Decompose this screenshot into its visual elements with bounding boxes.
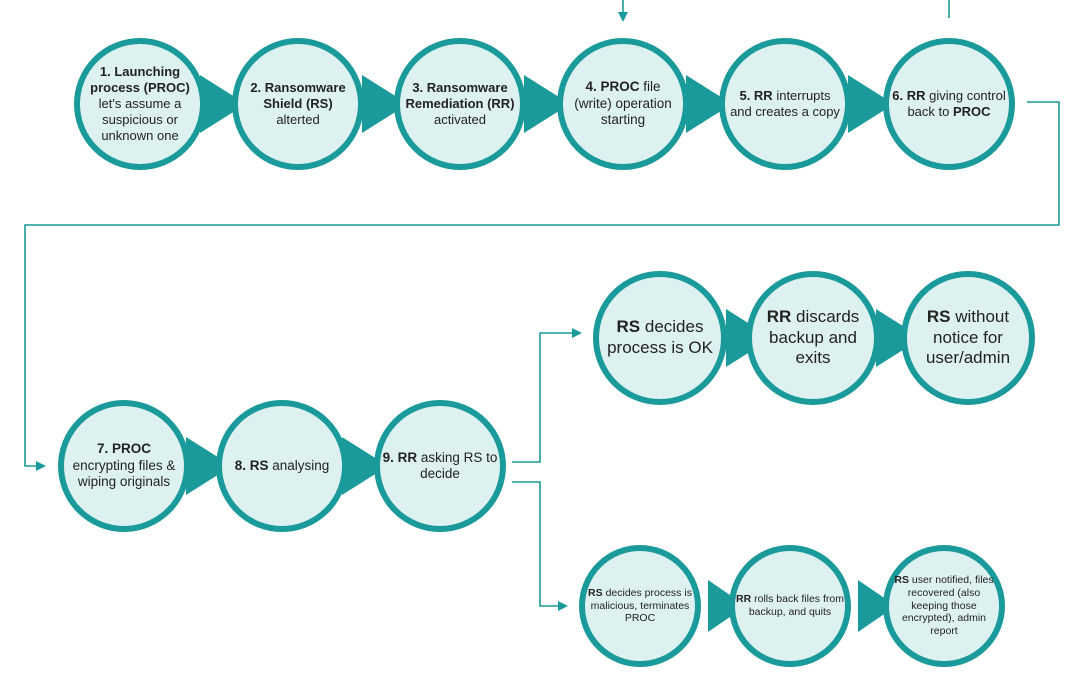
node-ok-b-title: RR (766, 306, 792, 326)
node-9-rr-asking: 9. RR asking RS to decide (382, 406, 498, 526)
node-6-rr-control: 6. RR giving control back to PROC (891, 44, 1007, 164)
node-ok-c-title: RS (926, 306, 951, 326)
node-ok-a-line-3: OK (688, 338, 713, 357)
node-9-title: 9. RR (382, 449, 418, 465)
node-7-title: 7. PROC (96, 441, 151, 457)
node-1-launching-process: 1. Launching process (PROC) let's assume… (80, 44, 200, 164)
node-2-line-1: alterted (276, 111, 320, 127)
node-bad-b-title: RR (736, 593, 752, 606)
node-4-line-2: operation (615, 95, 672, 111)
node-3-ransomware-remediation: 3. Ransomware Remediation (RR) activated (404, 44, 516, 164)
node-bad-a-line-3: terminates PROC (624, 599, 690, 625)
node-ok-a-line-2: process is (607, 338, 684, 357)
node-bad-b-line-3: quits (808, 606, 832, 618)
connector-9-to-bad (512, 481, 568, 611)
node-9-line-1: asking RS to (420, 449, 498, 465)
node-3-title: 3. Ransomware Remediation (RR) (405, 80, 515, 112)
node-7-line-1: encrypting files (72, 457, 163, 473)
node-bad-rs-decides: RS decides process is malicious, termina… (586, 552, 694, 660)
node-ok-rs-decides: RS decides process is OK (602, 278, 718, 398)
node-bad-c-line-4: those encrypted), (901, 599, 977, 625)
pointer-5 (848, 75, 894, 133)
node-bad-c-line-3: (also keeping (911, 586, 981, 612)
node-ok-c-line-3: user/admin (925, 348, 1011, 368)
node-7-proc-encrypting: 7. PROC encrypting files & wiping origin… (64, 406, 184, 526)
node-4-proc-write: 4. PROC file (write) operation starting (565, 44, 681, 164)
node-bad-a-title: RS (588, 586, 603, 599)
node-4-line-1: file (write) (574, 79, 661, 111)
pointer-bad-b (858, 580, 896, 632)
node-4-line-3: starting (600, 112, 646, 128)
pointer-7 (186, 437, 232, 495)
node-8-title: 8. RS (234, 457, 269, 473)
node-ok-c-line-1: without (955, 306, 1010, 326)
node-3-line-1: activated (433, 111, 487, 127)
node-2-ransomware-shield: 2. Ransomware Shield (RS) alterted (240, 44, 356, 164)
node-ok-rs-without-notice: RS without notice for user/admin (908, 278, 1028, 398)
node-bad-rr-rolls-back: RR rolls back files from backup, and qui… (736, 552, 844, 660)
node-5-line-1: interrupts and (730, 88, 831, 119)
node-ok-b-line-3: exits (795, 348, 831, 368)
pointer-bad-a (708, 580, 746, 632)
node-6-line-1: giving control (929, 88, 1006, 104)
pointer-4 (686, 75, 732, 133)
node-6-line-2-bold: PROC (952, 104, 991, 119)
node-ok-c-line-2: notice for (933, 327, 1003, 347)
node-1-title: 1. Launching process (PROC) (90, 64, 190, 96)
node-1-line-3: unknown one (101, 127, 179, 143)
node-bad-a-line-2: is malicious, (590, 586, 692, 612)
pointer-2 (362, 75, 408, 133)
node-1-line-2: suspicious or (102, 111, 178, 127)
node-bad-a-line-1: decides process (605, 586, 682, 599)
node-ok-rr-discards: RR discards backup and exits (755, 278, 871, 398)
pointer-1 (200, 75, 246, 133)
node-ok-a-title: RS (616, 317, 641, 337)
node-ok-a-line-1: decides (644, 317, 704, 337)
node-bad-c-line-1: user notified, (911, 574, 973, 586)
pointer-3 (524, 75, 570, 133)
node-5-rr-copy: 5. RR interrupts and creates a copy (727, 44, 843, 164)
node-bad-b-line-2: from backup, and (748, 593, 844, 618)
node-bad-b-line-1: rolls back files (754, 593, 821, 606)
node-5-title: 5. RR (739, 88, 773, 104)
node-ok-b-line-2: backup and (769, 327, 857, 347)
node-ok-b-line-1: discards (795, 306, 860, 326)
node-1-line-1: let's assume a (98, 96, 182, 112)
connector-6-to-7 (24, 101, 1060, 471)
node-bad-c-line-5: admin report (930, 612, 987, 638)
connector-lines (24, 0, 1060, 611)
pointer-ok-b (876, 309, 922, 367)
node-4-title: 4. PROC (585, 79, 640, 95)
node-6-title: 6. RR (892, 88, 926, 104)
node-circles (58, 38, 1035, 667)
connector-9-to-ok (512, 328, 582, 463)
node-bad-rs-user-notified: RS user notified, files recovered (also … (890, 552, 998, 660)
node-8-line-1: analysing (272, 457, 330, 473)
node-7-line-3: originals (119, 474, 171, 490)
pointer-triangles (186, 75, 922, 632)
node-9-line-2: decide (420, 466, 460, 481)
pointer-8 (342, 437, 388, 495)
node-bad-c-line-2: files recovered (907, 574, 994, 599)
node-7-line-2: & wiping (77, 457, 176, 490)
node-6-line-2-pre: back to (907, 104, 953, 119)
node-8-rs-analysing: 8. RS analysing (224, 406, 340, 526)
node-2-title: 2. Ransomware Shield (RS) (250, 80, 346, 112)
node-5-line-2: creates a copy (755, 104, 840, 119)
node-6-line-2: back to PROC (907, 104, 990, 119)
node-bad-c-title: RS (894, 574, 909, 586)
